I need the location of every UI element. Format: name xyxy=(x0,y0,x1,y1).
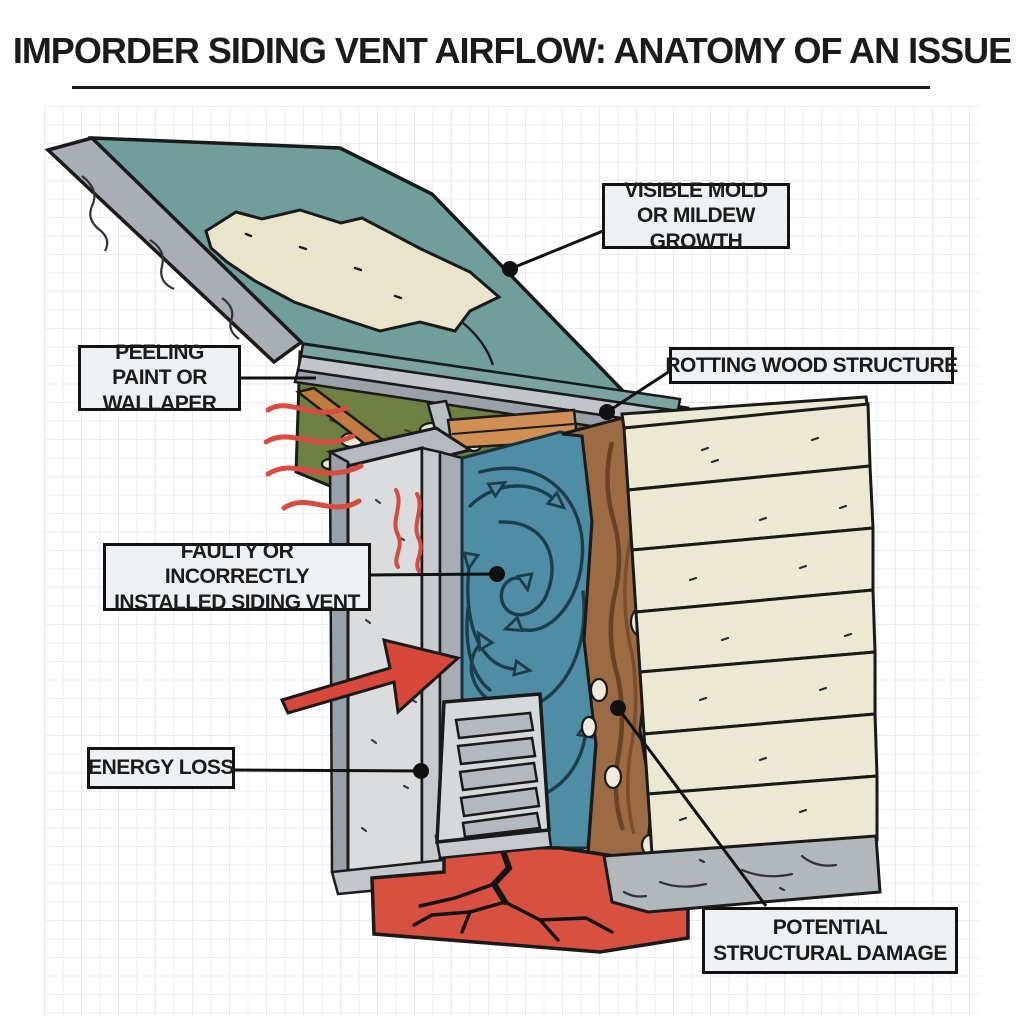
callout-structural-damage: POTENTIAL STRUCTURAL DAMAGE xyxy=(702,907,958,974)
callout-visible-mold: VISIBLE MOLD OR MILDEW GROWTH xyxy=(602,179,790,253)
siding-vent xyxy=(434,692,553,860)
callout-rotting-wood: ROTTING WOOD STRUCTURE xyxy=(665,347,958,384)
heat-wave-lines xyxy=(263,403,423,573)
peeled-patch xyxy=(204,208,502,333)
callout-energy-loss: ENERGY LOSS xyxy=(87,747,235,789)
leader-dots xyxy=(413,261,626,779)
title-underline xyxy=(72,86,930,89)
airflow-arrow xyxy=(279,637,462,716)
callout-peeling-paint: PEELING PAINT OR WALLAPER xyxy=(78,341,241,415)
roof-slab xyxy=(44,136,629,395)
siding-boards xyxy=(620,395,879,856)
callout-faulty-vent: FAULTY OR INCORRECTLY INSTALLED SIDING V… xyxy=(103,540,371,614)
page-title: IMPORDER SIDING VENT AIRFLOW: ANATOMY OF… xyxy=(12,30,1012,71)
leader-lines xyxy=(234,229,768,907)
